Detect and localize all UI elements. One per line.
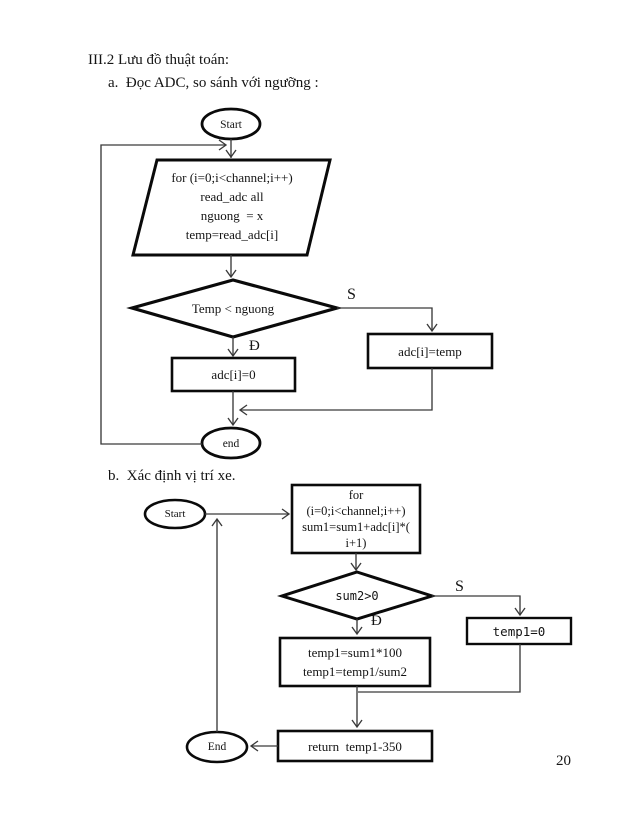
- fcb-connectors: [205, 508, 526, 752]
- fca-true-box-text: adc[i]=0: [211, 367, 256, 382]
- fca-branch-false-label: S: [347, 286, 356, 303]
- section-title: III.2 Lưu đồ thuật toán:: [88, 52, 230, 68]
- fcb-return-box: [276, 729, 434, 763]
- fcb-decision-text: sum2>0: [335, 589, 379, 603]
- fca-false-box-text: adc[i]=temp: [398, 343, 462, 359]
- fca-io-parallelogram: [131, 158, 332, 257]
- fca-start-label: Start: [220, 118, 242, 131]
- fcb-false-box-text: temp1=0: [492, 623, 546, 639]
- fca-connectors: [100, 139, 438, 445]
- fcb-for-box: [290, 483, 422, 555]
- fcb-for-box-text: for (i=0;i<channel;i++) sum1=sum1+adc[i]…: [302, 488, 410, 550]
- page-number: 20: [556, 753, 571, 769]
- fcb-branch-true-label: Đ: [371, 613, 382, 629]
- fcb-true-box: [278, 636, 432, 688]
- fca-true-box: [170, 356, 297, 393]
- fcb-start-label: Start: [164, 508, 186, 520]
- section-item-b: b. Xác định vị trí xe.: [108, 468, 236, 484]
- fca-decision-text: Temp < nguong: [191, 300, 275, 316]
- fcb-branch-false-label: S: [455, 578, 464, 595]
- fca-end-ellipse: [200, 426, 262, 460]
- fca-io-text: for (i=0;i<channel;i++) read_adc all ngu…: [171, 170, 293, 242]
- fcb-true-box-text: temp1=sum1*100 temp1=temp1/sum2: [302, 645, 408, 679]
- fcb-false-box: [465, 616, 573, 646]
- fca-end-label: end: [222, 437, 240, 450]
- section-item-a: a. Đọc ADC, so sánh với ngưỡng :: [108, 75, 319, 91]
- fcb-end-label: End: [207, 741, 227, 753]
- fca-false-box: [366, 332, 494, 370]
- fca-branch-true-label: Đ: [249, 338, 260, 354]
- fcb-return-box-text: return temp1-350: [308, 738, 402, 754]
